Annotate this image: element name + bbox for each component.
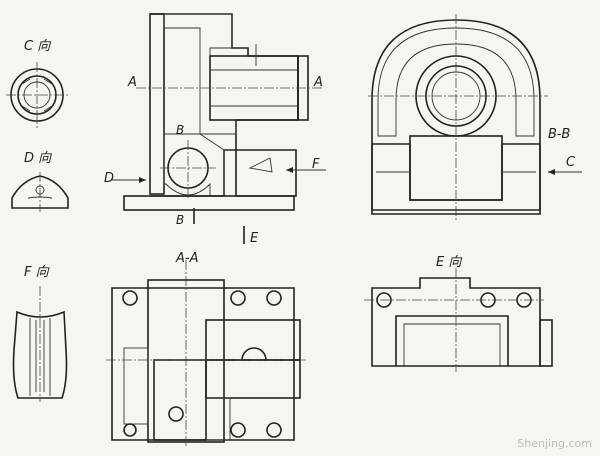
section-bb-drawing: [368, 14, 582, 220]
view-e-drawing: [364, 268, 553, 372]
label-c-arrow: C: [566, 155, 576, 170]
label-section-bb: B-B: [548, 127, 571, 142]
section-aa-drawing: [106, 260, 306, 446]
label-view-e-dir: E 向: [436, 255, 462, 270]
label-view-c: C 向: [24, 39, 51, 54]
label-e-arrow: E: [250, 231, 259, 246]
view-d-drawing: [11, 172, 69, 212]
label-a-right: A: [314, 75, 323, 90]
label-b-top: B: [176, 123, 185, 137]
main-front-view: [112, 13, 326, 244]
label-d-arrow: D: [104, 171, 115, 186]
label-a-left: A: [128, 75, 137, 90]
label-b-bottom: B: [176, 213, 185, 227]
label-section-aa: A-A: [176, 251, 199, 266]
view-c-drawing: [6, 62, 68, 128]
label-f-arrow: F: [312, 157, 320, 172]
view-f-drawing: [12, 286, 68, 402]
label-view-f: F 向: [24, 265, 49, 280]
label-view-d: D 向: [24, 151, 52, 166]
watermark: Shenjing.com: [517, 437, 592, 450]
